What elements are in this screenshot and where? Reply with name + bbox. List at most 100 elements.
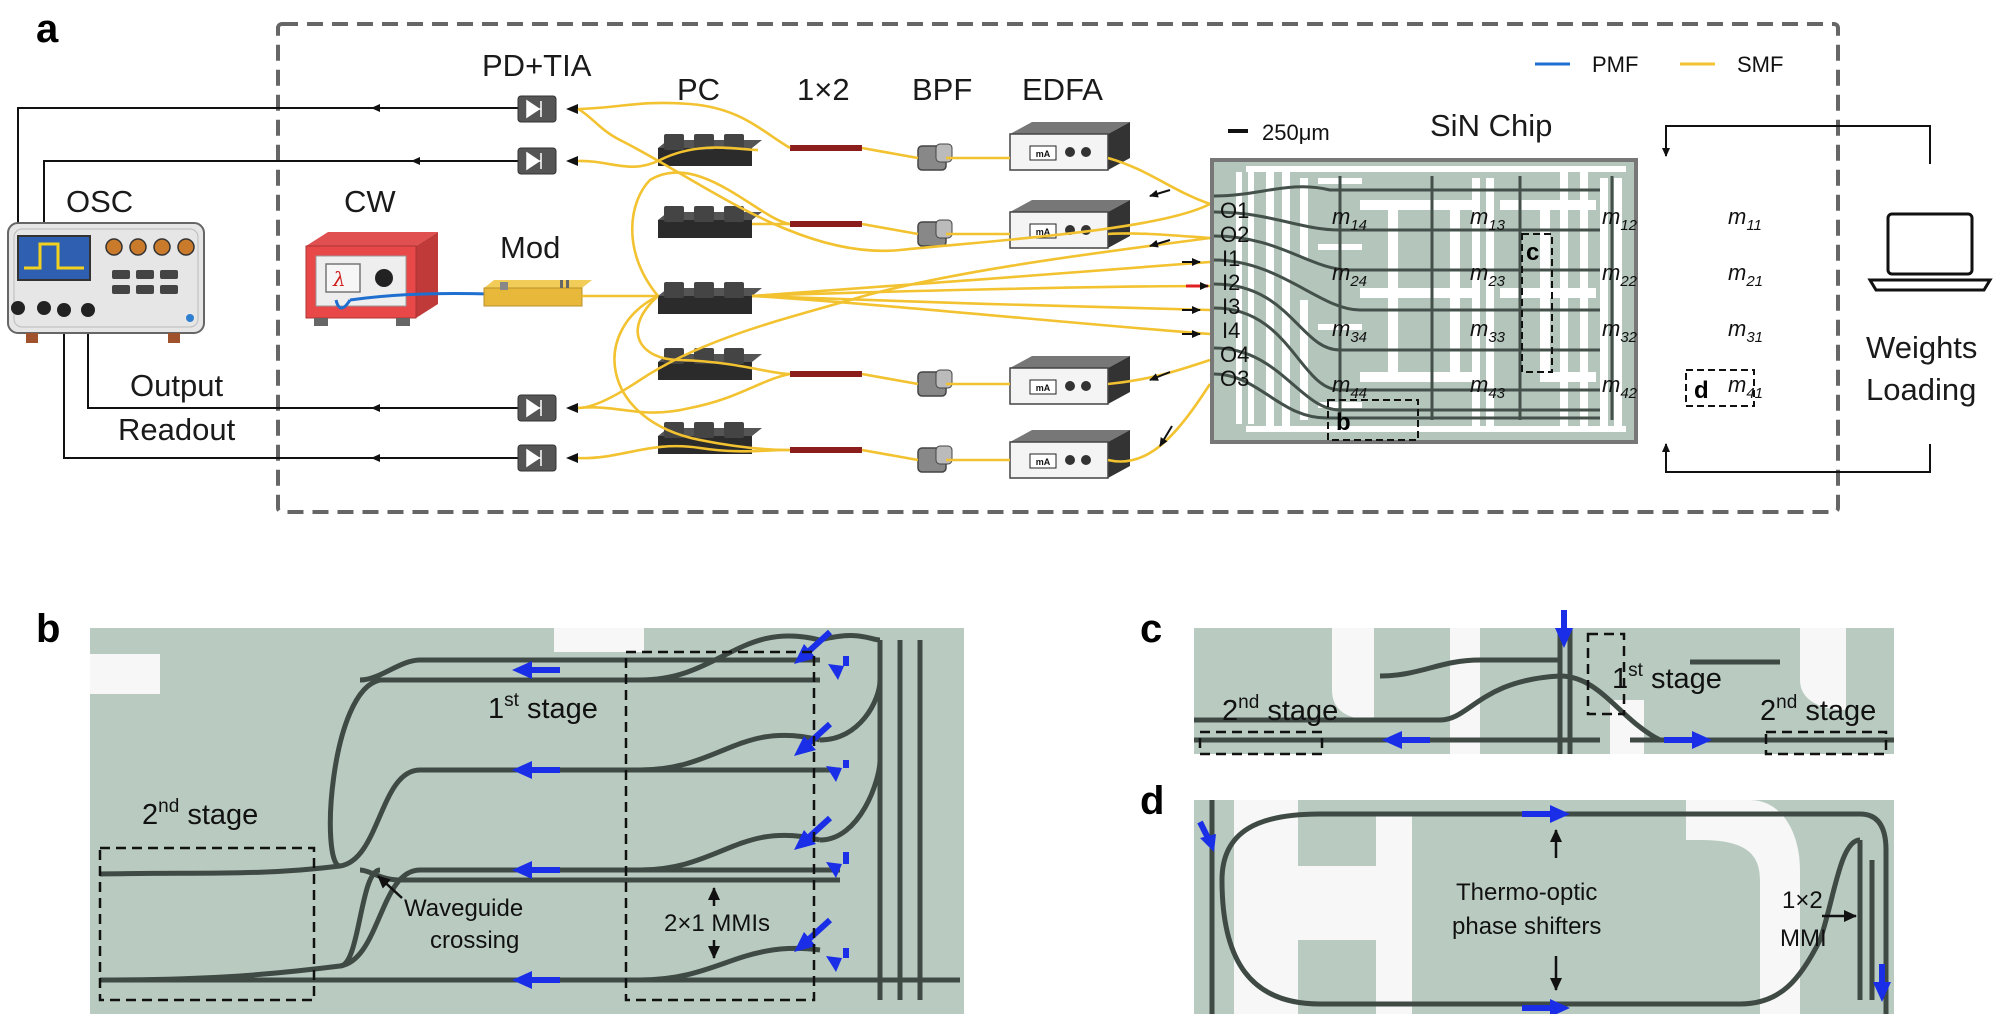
panel-b-micrograph: 1st stage 2nd stage Waveguide crossing 2… [90, 628, 964, 1014]
sin-chip: O1 O2 I1 I2 I3 I4 O4 O3 m14 m13 m12 m11 … [1210, 158, 1763, 444]
panel-c-stage2-right-label: 2nd stage [1760, 692, 1876, 727]
chip-facet-arrows [1149, 189, 1201, 447]
optical-arrowheads-into-pd [566, 104, 578, 463]
panel-label-c: c [1140, 607, 1162, 651]
edfa-display-4: mA [1036, 457, 1051, 467]
pc-label: PC [677, 72, 720, 107]
crossing-label-line2: crossing [430, 927, 519, 954]
pd-tia-2 [517, 147, 557, 175]
panel-c-stage1-label: 1st stage [1612, 660, 1722, 695]
pd-tia-receivers [517, 95, 557, 472]
matrix-label: m23 [1470, 260, 1506, 290]
zoom-marker-b: b [1336, 409, 1351, 436]
cw-lambda-symbol: λ [332, 267, 346, 291]
matrix-label: m13 [1470, 204, 1506, 234]
weights-loading-line2: Loading [1866, 372, 1976, 407]
panel-b-stage2-label: 2nd stage [142, 796, 258, 831]
matrix-label: m12 [1602, 204, 1638, 234]
pc-5 [658, 422, 762, 454]
oscilloscope [7, 222, 205, 343]
panel-d-micrograph: Thermo-optic phase shifters 1×2 MMI [1194, 800, 1894, 1014]
matrix-label: m32 [1602, 316, 1638, 346]
matrix-label: m14 [1332, 204, 1367, 234]
zoom-box-b [1327, 399, 1419, 441]
edfa-2: mA [1009, 200, 1130, 249]
pd-tia-1 [517, 95, 557, 123]
smf-fibers [577, 101, 1212, 463]
laptop-icon [1867, 212, 1993, 292]
setup-enclosure-outline [276, 22, 1840, 514]
panel-b-stage2-box [98, 846, 316, 1002]
matrix-label: m44 [1332, 372, 1367, 402]
edfa-3: mA [1009, 356, 1130, 405]
matrix-label: m22 [1602, 260, 1638, 290]
splitter-label: 1×2 [797, 72, 850, 107]
pd-tia-3 [517, 394, 557, 422]
matrix-element-labels: m14 m13 m12 m11 m24 m23 m22 m21 m34 m33 … [1332, 204, 1763, 402]
panel-label-a: a [36, 7, 59, 51]
zoom-box-c [1521, 233, 1553, 373]
sin-chip-label: SiN Chip [1430, 108, 1552, 143]
edfa-1: mA [1009, 122, 1130, 171]
edfa-amplifiers: mA mA mA mA [1009, 122, 1130, 479]
fiber-couplers-1x2 [790, 145, 862, 453]
panel-c-stage1-box [1586, 632, 1626, 716]
panel-c-micrograph: 1st stage 2nd stage 2nd stage [1194, 610, 1894, 756]
edfa-label: EDFA [1022, 72, 1103, 107]
port-label-6: I4 [1222, 318, 1240, 343]
pc-3 [658, 282, 762, 314]
matrix-label: m21 [1728, 260, 1763, 290]
output-readout-line1: Output [130, 368, 223, 403]
pc-2 [658, 206, 762, 238]
port-label-7: O4 [1220, 342, 1249, 367]
panel-b-stage1-box [624, 650, 816, 1002]
chip-ports: O1 O2 I1 I2 I3 I4 O4 O3 [1220, 198, 1249, 391]
panel-c-stage2-left-label: 2nd stage [1222, 692, 1338, 727]
port-label-8: O3 [1220, 366, 1249, 391]
matrix-label: m31 [1728, 316, 1763, 346]
edfa-display-3: mA [1036, 383, 1051, 393]
matrix-label: m24 [1332, 260, 1367, 290]
port-label-3: I1 [1222, 246, 1240, 271]
port-label-2: O2 [1220, 222, 1249, 247]
mmi-d-label-line1: 1×2 [1782, 887, 1823, 914]
pmf-fiber-cw-to-mod [349, 291, 491, 302]
panel-label-b: b [36, 607, 60, 651]
port-label-1: O1 [1220, 198, 1249, 223]
mmi-label: 2×1 MMIs [664, 910, 770, 937]
shifters-label-line1: Thermo-optic [1456, 879, 1597, 906]
panel-b-stage1-label: 1st stage [488, 690, 598, 725]
bpf-label: BPF [912, 72, 972, 107]
panel-c-stage2-right-box [1764, 730, 1888, 756]
legend: PMF SMF [1535, 52, 1783, 77]
panel-label-d: d [1140, 779, 1164, 823]
port-label-4: I2 [1222, 270, 1240, 295]
scale-bar-label: 250μm [1262, 120, 1330, 145]
edfa-4: mA [1009, 430, 1130, 479]
panel-d-signal-arrows [1197, 805, 1891, 1014]
mmi-d-label-line2: MMI [1780, 925, 1827, 952]
matrix-label: m34 [1332, 316, 1367, 346]
matrix-label: m41 [1728, 372, 1763, 402]
polarization-controllers [658, 134, 762, 454]
osc-label: OSC [66, 184, 133, 219]
zoom-box-d [1685, 369, 1755, 407]
micrograph-c-background [1194, 628, 1894, 754]
cw-laser: λ [305, 232, 438, 326]
edfa-display-2: mA [1036, 227, 1051, 237]
matrix-label: m11 [1728, 204, 1762, 234]
edfa-display-1: mA [1036, 149, 1051, 159]
pulse-waveform [24, 242, 84, 270]
matrix-label: m43 [1470, 372, 1506, 402]
legend-pmf-label: PMF [1592, 52, 1638, 77]
matrix-label: m33 [1470, 316, 1506, 346]
modulator [483, 280, 592, 307]
panel-c-signal-arrows [1382, 610, 1712, 749]
zoom-marker-d: d [1694, 377, 1709, 404]
weights-loading-line1: Weights [1866, 330, 1977, 365]
pd-tia-4 [517, 444, 557, 472]
legend-smf-label: SMF [1737, 52, 1783, 77]
pd-tia-label: PD+TIA [482, 48, 592, 83]
panel-b-signal-arrows [512, 629, 849, 989]
